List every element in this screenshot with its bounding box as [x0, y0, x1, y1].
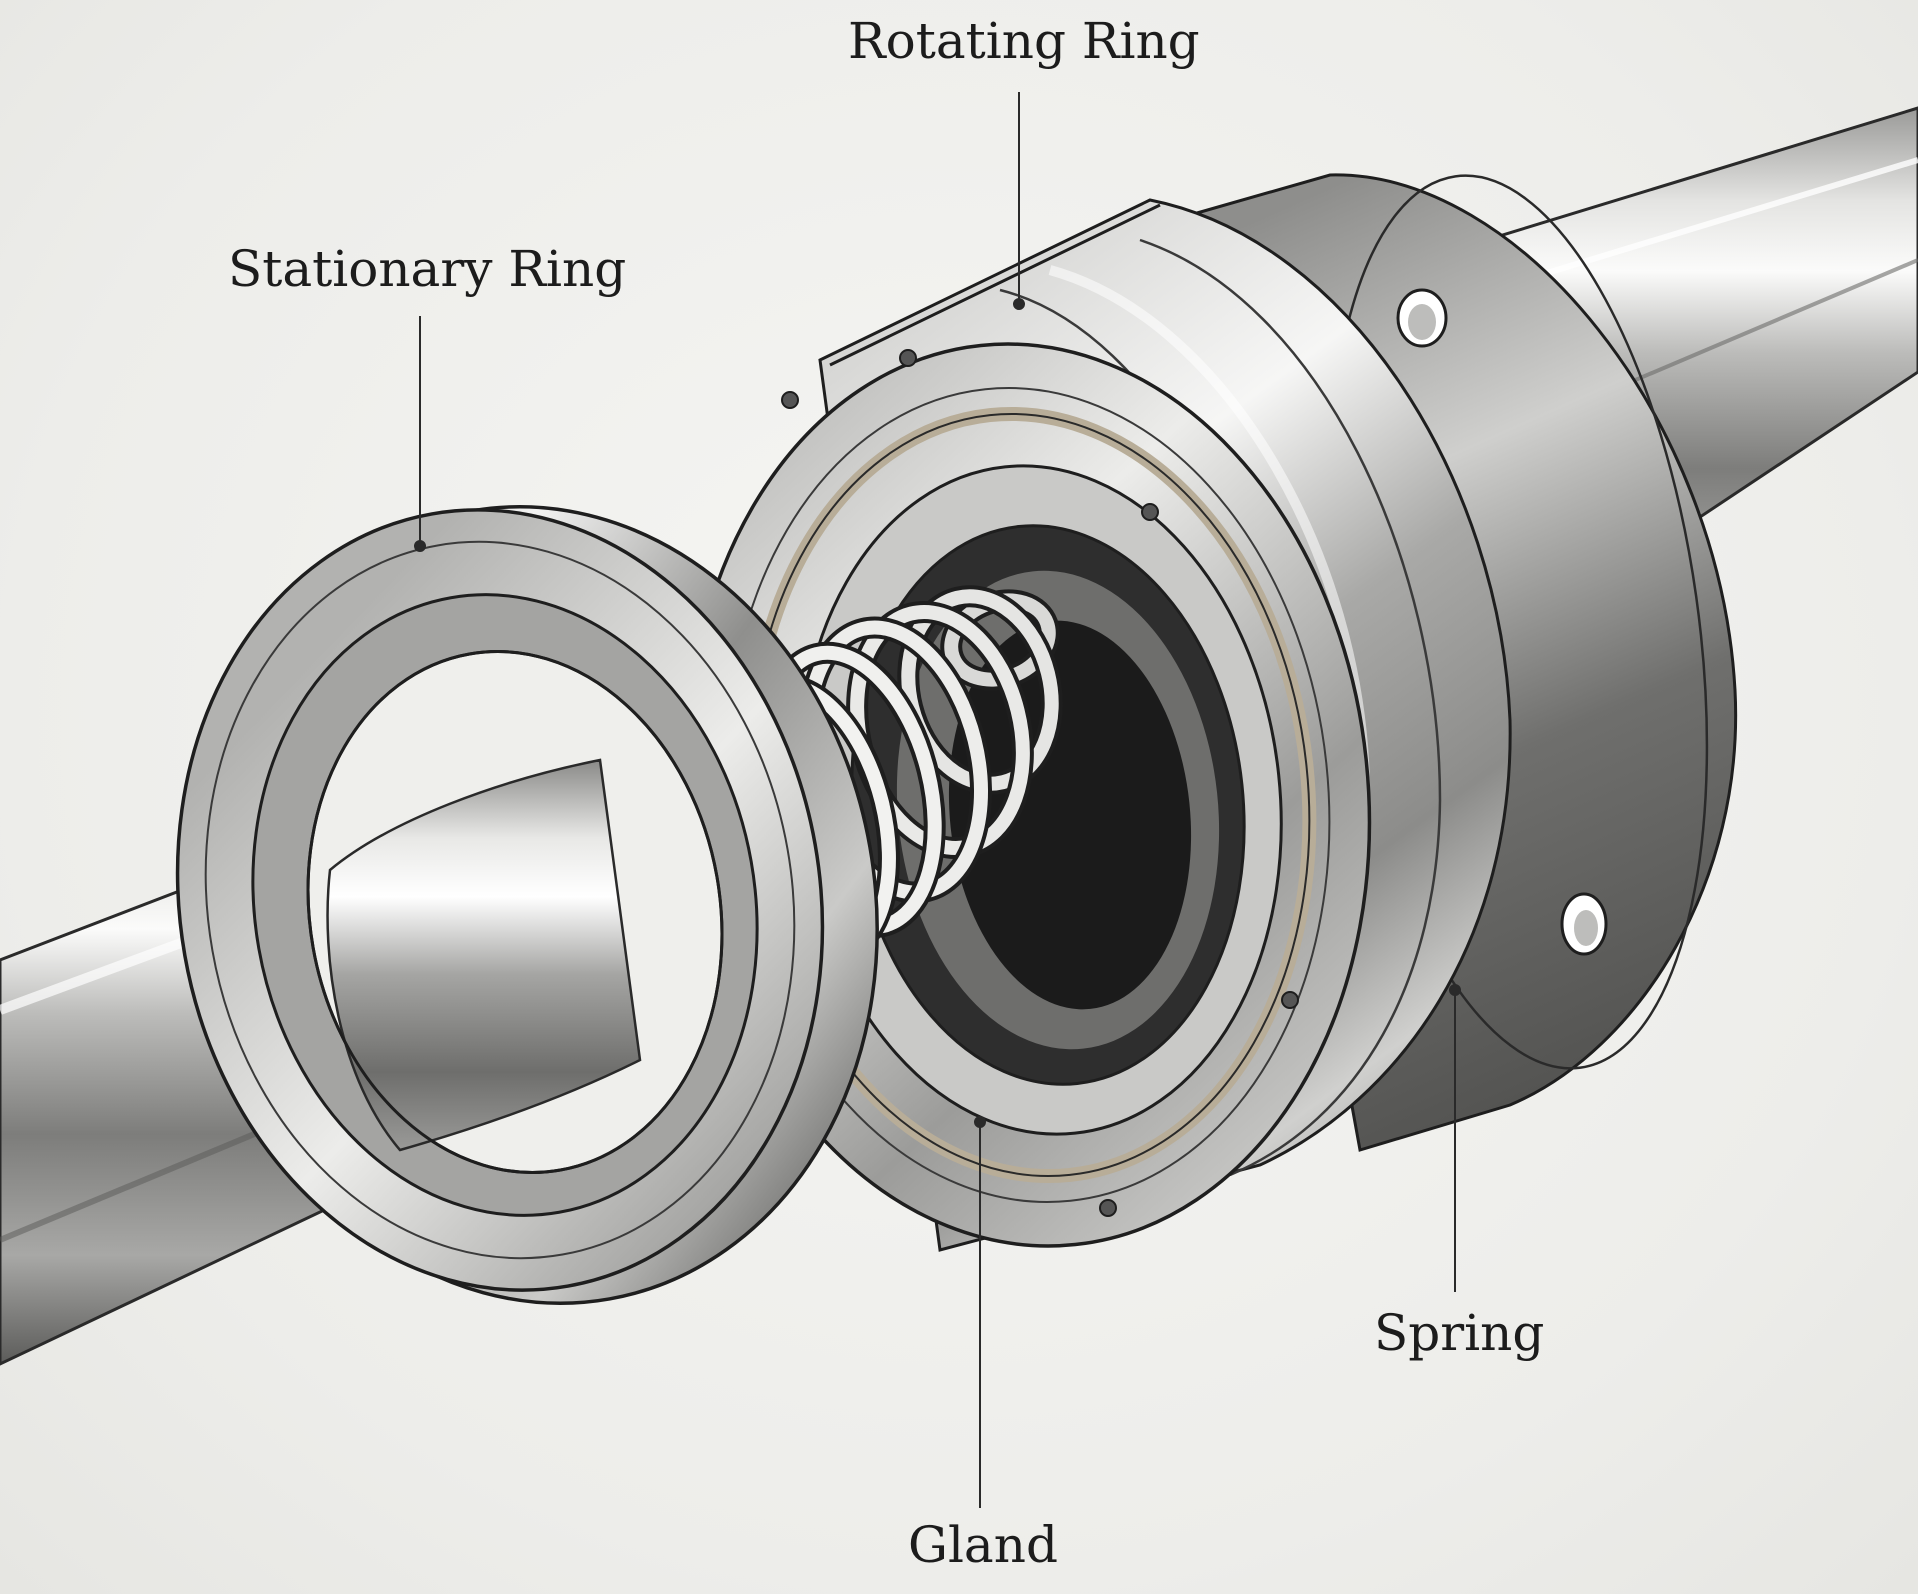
- leader-lines: [414, 92, 1461, 1508]
- label-spring: Spring: [1374, 1304, 1545, 1362]
- stationary-ring: [175, 505, 879, 1305]
- gland-housing: [684, 173, 1738, 1252]
- label-gland: Gland: [908, 1516, 1058, 1574]
- label-stationary-ring: Stationary Ring: [228, 240, 627, 298]
- face-bolt-holes: [781, 349, 1299, 1217]
- label-rotating-ring: Rotating Ring: [848, 12, 1200, 70]
